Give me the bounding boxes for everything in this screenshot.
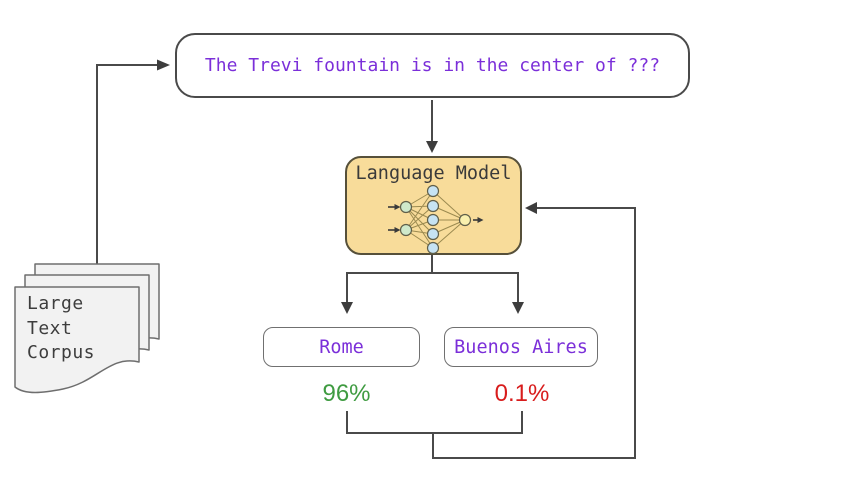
- language-model-box: Language Model: [345, 156, 522, 255]
- outputs-to-model-feedback-arrow: [346, 202, 636, 459]
- output-label-rome: Rome: [319, 336, 364, 358]
- arrowhead-down-icon: [426, 141, 438, 153]
- page-front: [14, 286, 140, 394]
- hidden-node: [426, 184, 440, 198]
- output-arrowhead-icon: [477, 217, 484, 223]
- model-to-outputs-connector: [341, 255, 524, 314]
- corpus-to-prompt-arrow: [96, 59, 170, 264]
- hidden-node: [426, 227, 440, 241]
- corpus-label-line: Text: [27, 317, 73, 339]
- document-stack-icon: [14, 263, 160, 394]
- probability-rome: 96%: [322, 380, 371, 407]
- io-arrows: [388, 204, 484, 233]
- input-node: [399, 200, 413, 214]
- arrowhead-left-icon: [525, 202, 537, 214]
- arrowhead-down-icon: [512, 302, 524, 314]
- arrowhead-down-icon: [341, 302, 353, 314]
- prompt-to-model-arrow: [426, 100, 438, 153]
- prompt-box: The Trevi fountain is in the center of ?…: [175, 33, 690, 98]
- neural-network-icon: [388, 184, 484, 255]
- connector-lines: [346, 255, 519, 302]
- input-node: [399, 223, 413, 237]
- language-model-label: Language Model: [355, 163, 512, 184]
- network-edges: [405, 190, 466, 249]
- input-arrowhead-icon: [394, 204, 401, 210]
- hidden-node: [426, 241, 440, 255]
- corpus-label-line: Large: [27, 293, 84, 314]
- hidden-node: [426, 213, 440, 227]
- prompt-text: The Trevi fountain is in the center of ?…: [204, 55, 661, 76]
- probability-buenos-aires: 0.1%: [494, 380, 550, 407]
- arrowhead-right-icon: [157, 59, 170, 71]
- hidden-node: [426, 199, 440, 213]
- input-arrowhead-icon: [394, 227, 401, 233]
- output-box-buenos-aires: Buenos Aires: [444, 327, 598, 367]
- corpus-label: Large Text Corpus: [27, 292, 132, 366]
- network-nodes: [399, 184, 472, 255]
- output-label-buenos-aires: Buenos Aires: [454, 336, 588, 358]
- corpus-label-line: Corpus: [27, 342, 96, 363]
- output-node: [458, 213, 472, 227]
- output-box-rome: Rome: [263, 327, 420, 367]
- arrow-line: [96, 64, 157, 264]
- feedback-lines: [346, 207, 636, 459]
